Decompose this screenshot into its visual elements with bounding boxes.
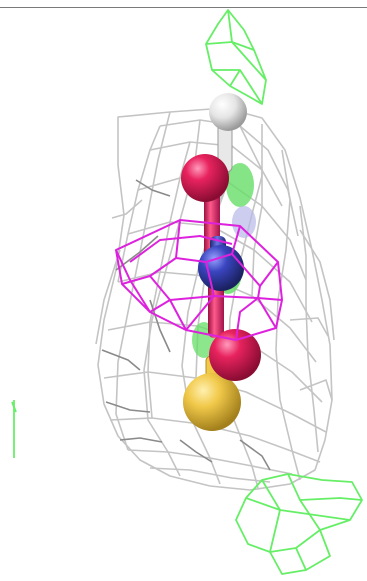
atoms[interactable] [181, 93, 261, 431]
oxygen-atom-bottom[interactable] [209, 329, 261, 381]
difference-density-positive-mesh [11, 9, 363, 575]
oxygen-atom-top[interactable] [181, 154, 229, 202]
sulfur-atom[interactable] [183, 373, 241, 431]
electron-density-mesh-back [101, 179, 271, 471]
viewport-top-border [0, 0, 367, 8]
hydrogen-atom[interactable] [209, 93, 247, 131]
nitrogen-atom[interactable] [198, 245, 244, 291]
difference-density-negative-mesh [115, 219, 283, 341]
